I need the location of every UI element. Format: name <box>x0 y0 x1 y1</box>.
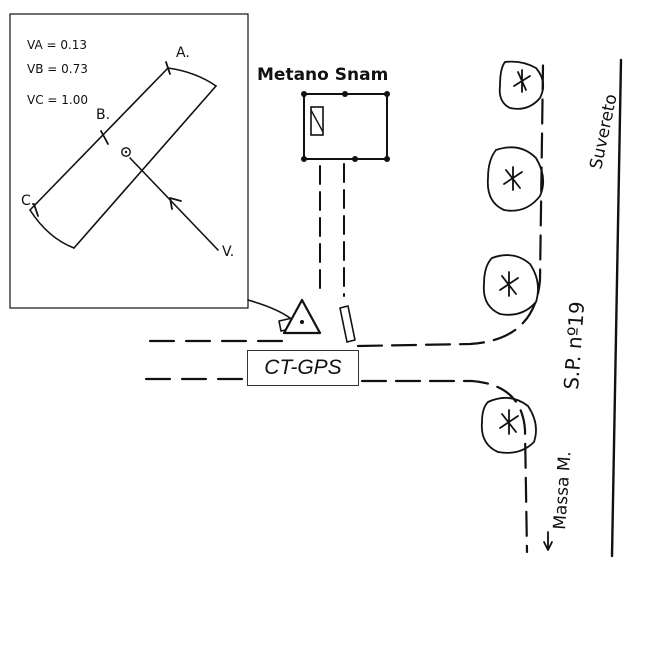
tree-icon <box>480 396 537 454</box>
arrow-icon <box>169 197 182 210</box>
point-b-label: B. <box>96 107 110 123</box>
arrow-icon <box>543 531 553 551</box>
access-lane <box>247 163 356 343</box>
metano-snam-building: Metano Snam <box>257 65 390 162</box>
north-direction-label: Suvereto <box>586 92 621 171</box>
va-value: VA = 0.13 <box>27 38 87 52</box>
vc-value: VC = 1.00 <box>27 93 88 107</box>
tree-icon <box>482 254 539 316</box>
triangle-marker-icon <box>282 298 322 335</box>
building-label: Metano Snam <box>257 65 388 85</box>
south-direction-label: Massa M. <box>550 450 575 530</box>
vb-value: VB = 0.73 <box>27 62 88 76</box>
road-network <box>144 58 623 558</box>
road-number-label: S.P. nº19 <box>559 301 589 391</box>
point-v-label: V. <box>222 244 234 260</box>
point-c-label: C. <box>21 193 35 209</box>
station-label: CT-GPS <box>247 350 359 386</box>
tree-icon <box>498 60 545 110</box>
point-a-label: A. <box>176 45 190 61</box>
tree-icon <box>486 146 545 212</box>
inset-diagram: VA = 0.13 VB = 0.73 VC = 1.00 A. B. C. V… <box>9 13 249 309</box>
center-circle-icon <box>121 147 131 157</box>
